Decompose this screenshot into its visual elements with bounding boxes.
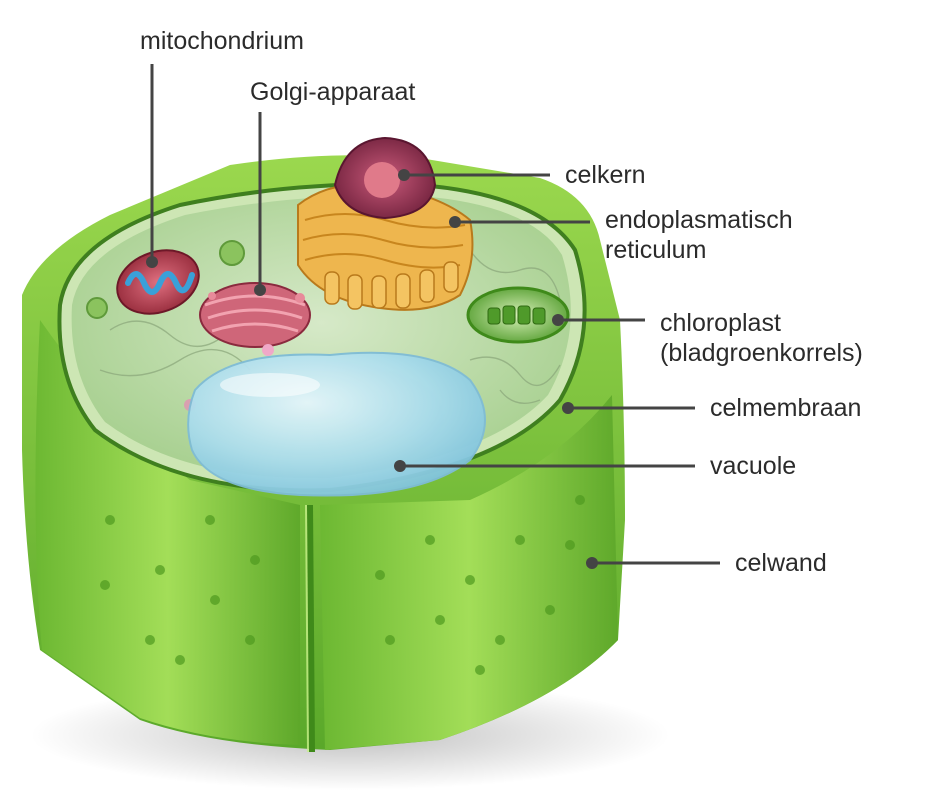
label-chloroplast-line2: (bladgroenkorrels) [660, 338, 863, 368]
label-chloroplast-line1: chloroplast [660, 308, 863, 338]
label-vacuole: vacuole [710, 451, 796, 481]
label-nucleus: celkern [565, 160, 646, 190]
label-membrane: celmembraan [710, 393, 861, 423]
label-cell-wall: celwand [735, 548, 827, 578]
label-er: endoplasmatisch reticulum [605, 205, 793, 265]
label-mitochondrion: mitochondrium [140, 26, 304, 56]
nucleus [335, 138, 435, 218]
chloroplast [468, 288, 568, 342]
label-golgi: Golgi-apparaat [250, 77, 415, 107]
label-chloroplast: chloroplast (bladgroenkorrels) [660, 308, 863, 368]
label-er-line1: endoplasmatisch [605, 205, 793, 235]
label-er-line2: reticulum [605, 235, 793, 265]
vacuole-shape [188, 353, 485, 496]
